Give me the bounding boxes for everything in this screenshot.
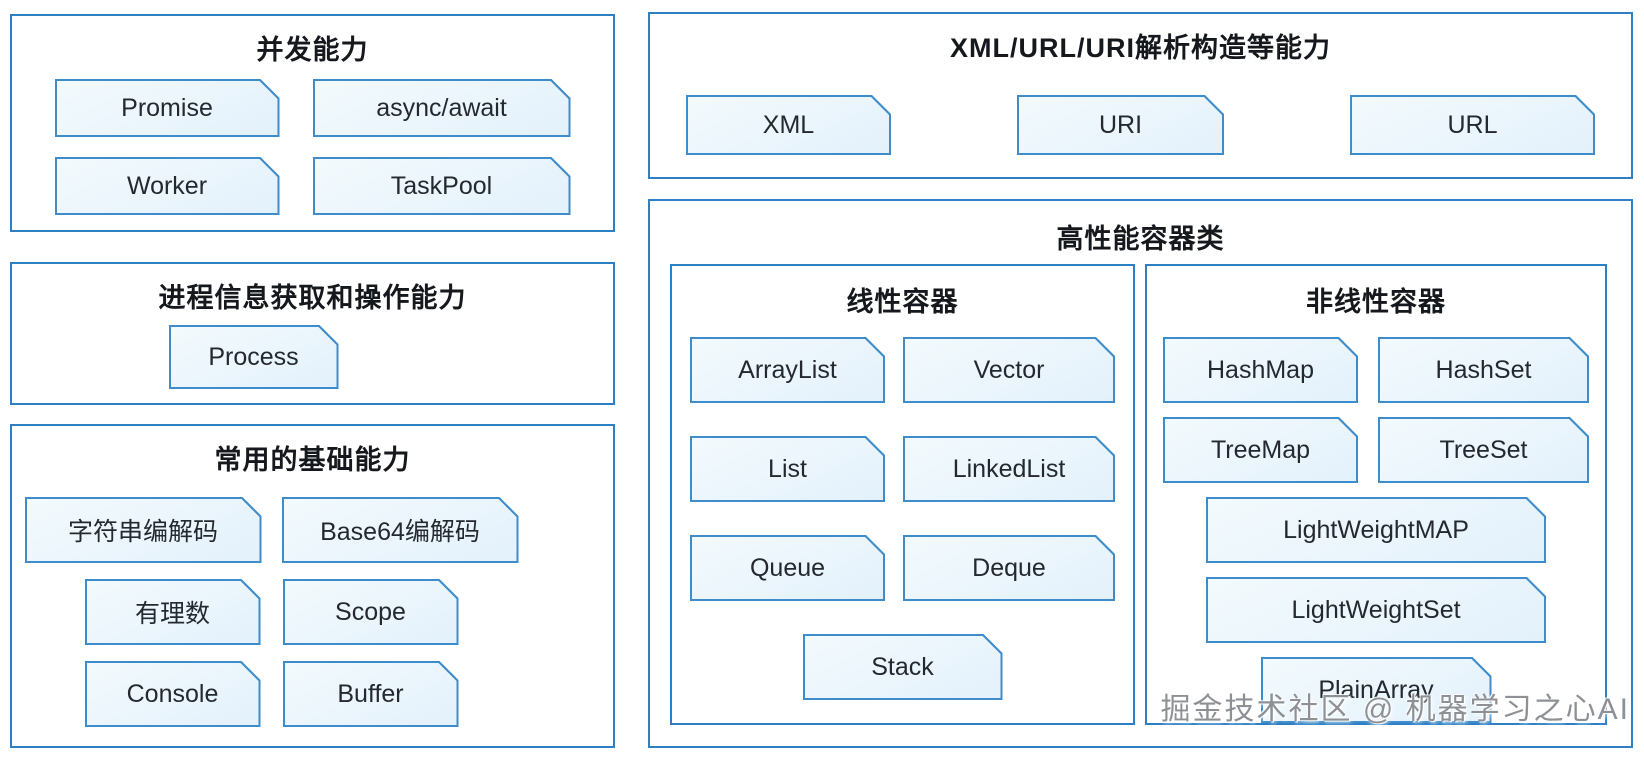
chip-row: Stack: [672, 634, 1133, 700]
chip-row: LightWeightMAP: [1147, 497, 1605, 563]
chip-hashmap: HashMap: [1163, 337, 1358, 403]
chip-console: Console: [85, 661, 261, 727]
chip-row: 有理数 Scope: [0, 579, 572, 645]
chip-base64-codec: Base64编解码: [282, 497, 519, 563]
chip-rows: ArrayList Vector List LinkedList Queue D…: [672, 337, 1133, 700]
chip-treemap: TreeMap: [1163, 417, 1358, 483]
subsection-nonlinear-title: 非线性容器: [1306, 287, 1446, 317]
chip-row: Console Buffer: [0, 661, 572, 727]
chip-row: TreeMap TreeSet: [1147, 417, 1605, 483]
chip-grid: Promise async/await Worker TaskPool: [12, 79, 613, 215]
chip-deque: Deque: [903, 535, 1115, 601]
chip-async-await: async/await: [313, 79, 571, 137]
chip-row: ArrayList Vector: [672, 337, 1133, 403]
chip-xml: XML: [686, 95, 891, 155]
subsection-nonlinear-containers: 非线性容器 HashMap HashSet TreeMap TreeSet Li…: [1145, 264, 1607, 725]
section-xml-uri-url-title: XML/URL/URI解析构造等能力: [950, 33, 1331, 63]
chip-list: List: [690, 436, 885, 502]
chip-taskpool: TaskPool: [313, 157, 571, 215]
section-process: 进程信息获取和操作能力 Process: [10, 262, 615, 405]
watermark: 掘金技术社区 @ 机器学习之心AI: [1160, 693, 1630, 726]
subsection-linear-title: 线性容器: [846, 287, 959, 317]
chip-row: XML URI URL: [650, 95, 1631, 155]
chip-worker: Worker: [55, 157, 280, 215]
chip-plainarray: PlainArray: [1261, 657, 1492, 723]
section-containers-title: 高性能容器类: [1056, 224, 1225, 254]
chip-row: LightWeightSet: [1147, 577, 1605, 643]
section-concurrency-title: 并发能力: [256, 35, 369, 65]
chip-linkedlist: LinkedList: [903, 436, 1115, 502]
chip-rows: 字符串编解码 Base64编解码 有理数 Scope Console Buffe…: [12, 497, 613, 727]
chip-row: PlainArray: [1147, 657, 1605, 723]
chip-string-codec: 字符串编解码: [25, 497, 262, 563]
chip-url: URL: [1350, 95, 1595, 155]
chip-uri: URI: [1017, 95, 1224, 155]
chip-lightweightset: LightWeightSet: [1206, 577, 1546, 643]
section-basic: 常用的基础能力 字符串编解码 Base64编解码 有理数 Scope Conso…: [10, 424, 615, 748]
chip-rows: HashMap HashSet TreeMap TreeSet LightWei…: [1147, 337, 1605, 723]
section-containers: 高性能容器类 线性容器 ArrayList Vector List Linked…: [648, 199, 1633, 748]
chip-treeset: TreeSet: [1378, 417, 1589, 483]
chip-row: Queue Deque: [672, 535, 1133, 601]
chip-hashset: HashSet: [1378, 337, 1589, 403]
chip-stack: Stack: [803, 634, 1003, 700]
chip-row: Process: [0, 325, 554, 389]
chip-row: 字符串编解码 Base64编解码: [0, 497, 572, 563]
chip-rational-number: 有理数: [85, 579, 261, 645]
chip-scope: Scope: [283, 579, 459, 645]
chip-row: HashMap HashSet: [1147, 337, 1605, 403]
chip-promise: Promise: [55, 79, 280, 137]
chip-process: Process: [169, 325, 339, 389]
chip-vector: Vector: [903, 337, 1115, 403]
chip-buffer: Buffer: [283, 661, 459, 727]
chip-lightweightmap: LightWeightMAP: [1206, 497, 1546, 563]
subsection-linear-containers: 线性容器 ArrayList Vector List LinkedList Qu…: [670, 264, 1135, 725]
chip-row: List LinkedList: [672, 436, 1133, 502]
chip-arraylist: ArrayList: [690, 337, 885, 403]
section-concurrency: 并发能力 Promise async/await Worker TaskPool: [10, 14, 615, 232]
chip-queue: Queue: [690, 535, 885, 601]
section-xml-uri-url: XML/URL/URI解析构造等能力 XML URI URL: [648, 12, 1633, 179]
section-basic-title: 常用的基础能力: [214, 445, 411, 475]
section-process-title: 进程信息获取和操作能力: [158, 283, 467, 313]
